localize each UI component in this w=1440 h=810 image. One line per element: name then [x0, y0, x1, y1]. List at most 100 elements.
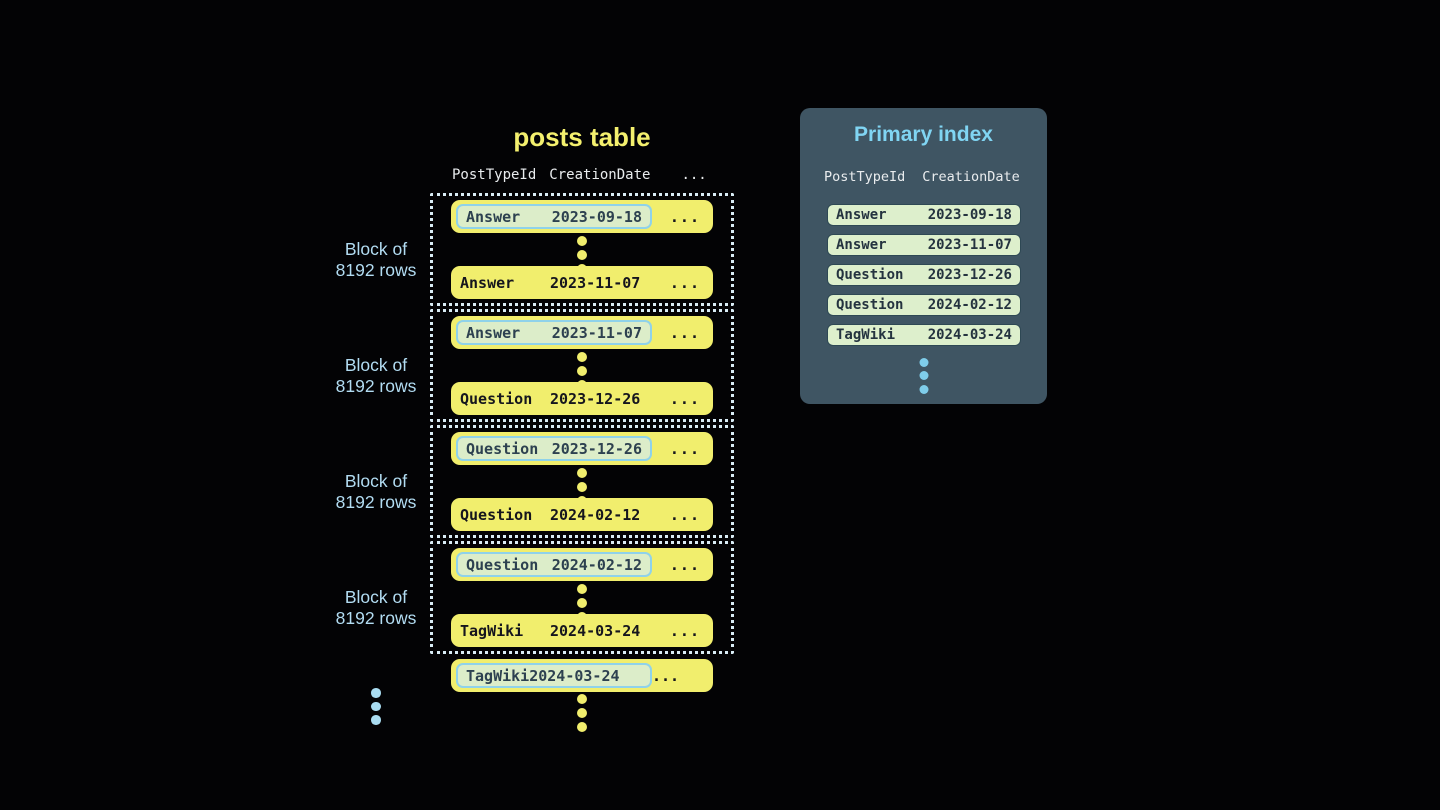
dot-icon [577, 468, 587, 478]
post-type-cell: Question [466, 439, 539, 458]
post-type-cell: Question [836, 297, 904, 313]
creation-date-cell: 2024-02-12 [927, 297, 1012, 313]
dot-icon [371, 688, 381, 698]
post-type-cell: Question [466, 555, 539, 574]
row-ellipsis: ... [669, 439, 700, 458]
index-entry: Question 2023-12-26 [827, 264, 1021, 286]
dot-icon [577, 598, 587, 608]
dot-icon [577, 250, 587, 260]
dot-icon [577, 366, 587, 376]
dot-icon [577, 584, 587, 594]
column-header-posttypeid: PostTypeId [824, 169, 906, 185]
row-block: Answer 2023-09-18 ... Answer 2023-11-07 … [430, 193, 734, 306]
dot-icon [577, 482, 587, 492]
block-label-line2: 8192 rows [335, 492, 417, 512]
dot-icon [919, 371, 928, 380]
overflow-row-wrapper: TagWiki 2024-03-24 ... [451, 659, 713, 692]
dot-icon [919, 357, 928, 367]
row-block: Question 2024-02-12 ... TagWiki 2024-03-… [430, 541, 734, 654]
creation-date-cell: 2024-03-24 [927, 327, 1012, 343]
row-ellipsis: ... [669, 323, 700, 342]
block-label-line1: Block of [344, 471, 408, 491]
index-entry: TagWiki 2024-03-24 [827, 324, 1021, 346]
row-ellipsis: ... [652, 666, 680, 685]
row-ellipsis: ... [669, 621, 700, 640]
index-key-highlight: TagWiki 2024-03-24 [456, 663, 652, 688]
index-entry: Question 2024-02-12 [827, 294, 1021, 316]
column-header-posttypeid: PostTypeId [452, 167, 537, 183]
more-index-entries-dots-icon [919, 353, 928, 394]
post-type-cell: Question [836, 267, 904, 283]
row-ellipsis: ... [669, 555, 700, 574]
posts-table-column-headers: PostTypeId CreationDate ... [452, 167, 714, 183]
column-header-creationdate: CreationDate [549, 167, 651, 183]
table-row: Question 2024-02-12 ... [451, 548, 713, 581]
more-rows-dots-icon [577, 690, 587, 732]
creation-date-cell: 2024-02-12 [550, 505, 641, 524]
index-key-highlight: Answer 2023-11-07 [456, 320, 652, 345]
table-row: Question 2023-12-26 ... [451, 382, 713, 415]
post-type-cell: TagWiki [466, 666, 530, 685]
block-label-line2: 8192 rows [335, 376, 417, 396]
post-type-cell: Answer [466, 323, 521, 342]
creation-date-cell: 2023-09-18 [551, 207, 642, 226]
post-type-cell: Question [460, 389, 533, 408]
table-row: Question 2024-02-12 ... [451, 498, 713, 531]
table-row: Answer 2023-11-07 ... [451, 316, 713, 349]
dot-icon [919, 384, 928, 394]
index-key-highlight: Answer 2023-09-18 [456, 204, 652, 229]
dot-icon [577, 694, 587, 704]
creation-date-cell: 2023-11-07 [551, 323, 642, 342]
creation-date-cell: 2023-12-26 [927, 267, 1012, 283]
creation-date-cell: 2023-09-18 [927, 207, 1012, 223]
block-label: Block of 8192 rows [286, 355, 466, 397]
index-column-headers: PostTypeId CreationDate [824, 169, 1020, 185]
dot-icon [577, 722, 587, 732]
more-blocks-dots-icon [371, 684, 381, 725]
post-type-cell: Question [460, 505, 533, 524]
block-label-line2: 8192 rows [335, 608, 417, 628]
creation-date-cell: 2024-03-24 [529, 666, 620, 685]
primary-index-panel: Primary index PostTypeId CreationDate An… [800, 108, 1047, 404]
row-block: Answer 2023-11-07 ... Question 2023-12-2… [430, 309, 734, 422]
column-header-more: ... [681, 167, 707, 183]
post-type-cell: TagWiki [836, 327, 896, 343]
block-label-line1: Block of [344, 355, 408, 375]
index-key-highlight: Question 2024-02-12 [456, 552, 652, 577]
index-entry: Answer 2023-11-07 [827, 234, 1021, 256]
creation-date-cell: 2023-12-26 [551, 439, 642, 458]
table-row: Answer 2023-11-07 ... [451, 266, 713, 299]
row-ellipsis: ... [669, 273, 700, 292]
index-entry: Answer 2023-09-18 [827, 204, 1021, 226]
post-type-cell: TagWiki [460, 621, 524, 640]
block-label-line2: 8192 rows [335, 260, 417, 280]
row-ellipsis: ... [669, 389, 700, 408]
post-type-cell: Answer [836, 207, 887, 223]
post-type-cell: Answer [836, 237, 887, 253]
dot-icon [577, 708, 587, 718]
post-type-cell: Answer [460, 273, 515, 292]
row-block: Question 2023-12-26 ... Question 2024-02… [430, 425, 734, 538]
creation-date-cell: 2023-11-07 [927, 237, 1012, 253]
block-label-line1: Block of [344, 239, 408, 259]
column-header-creationdate: CreationDate [922, 169, 1020, 185]
block-label: Block of 8192 rows [286, 587, 466, 629]
table-row: TagWiki 2024-03-24 ... [451, 659, 713, 692]
dot-icon [371, 715, 381, 725]
creation-date-cell: 2024-02-12 [551, 555, 642, 574]
dot-icon [577, 236, 587, 246]
table-row: TagWiki 2024-03-24 ... [451, 614, 713, 647]
dot-icon [371, 701, 381, 711]
primary-index-title: Primary index [854, 123, 993, 146]
row-ellipsis: ... [669, 207, 700, 226]
index-key-highlight: Question 2023-12-26 [456, 436, 652, 461]
posts-table-title: posts table [513, 122, 651, 152]
row-ellipsis: ... [669, 505, 700, 524]
dot-icon [577, 352, 587, 362]
table-row: Question 2023-12-26 ... [451, 432, 713, 465]
block-label: Block of 8192 rows [286, 239, 466, 281]
block-label: Block of 8192 rows [286, 471, 466, 513]
creation-date-cell: 2023-11-07 [550, 273, 641, 292]
creation-date-cell: 2023-12-26 [550, 389, 641, 408]
